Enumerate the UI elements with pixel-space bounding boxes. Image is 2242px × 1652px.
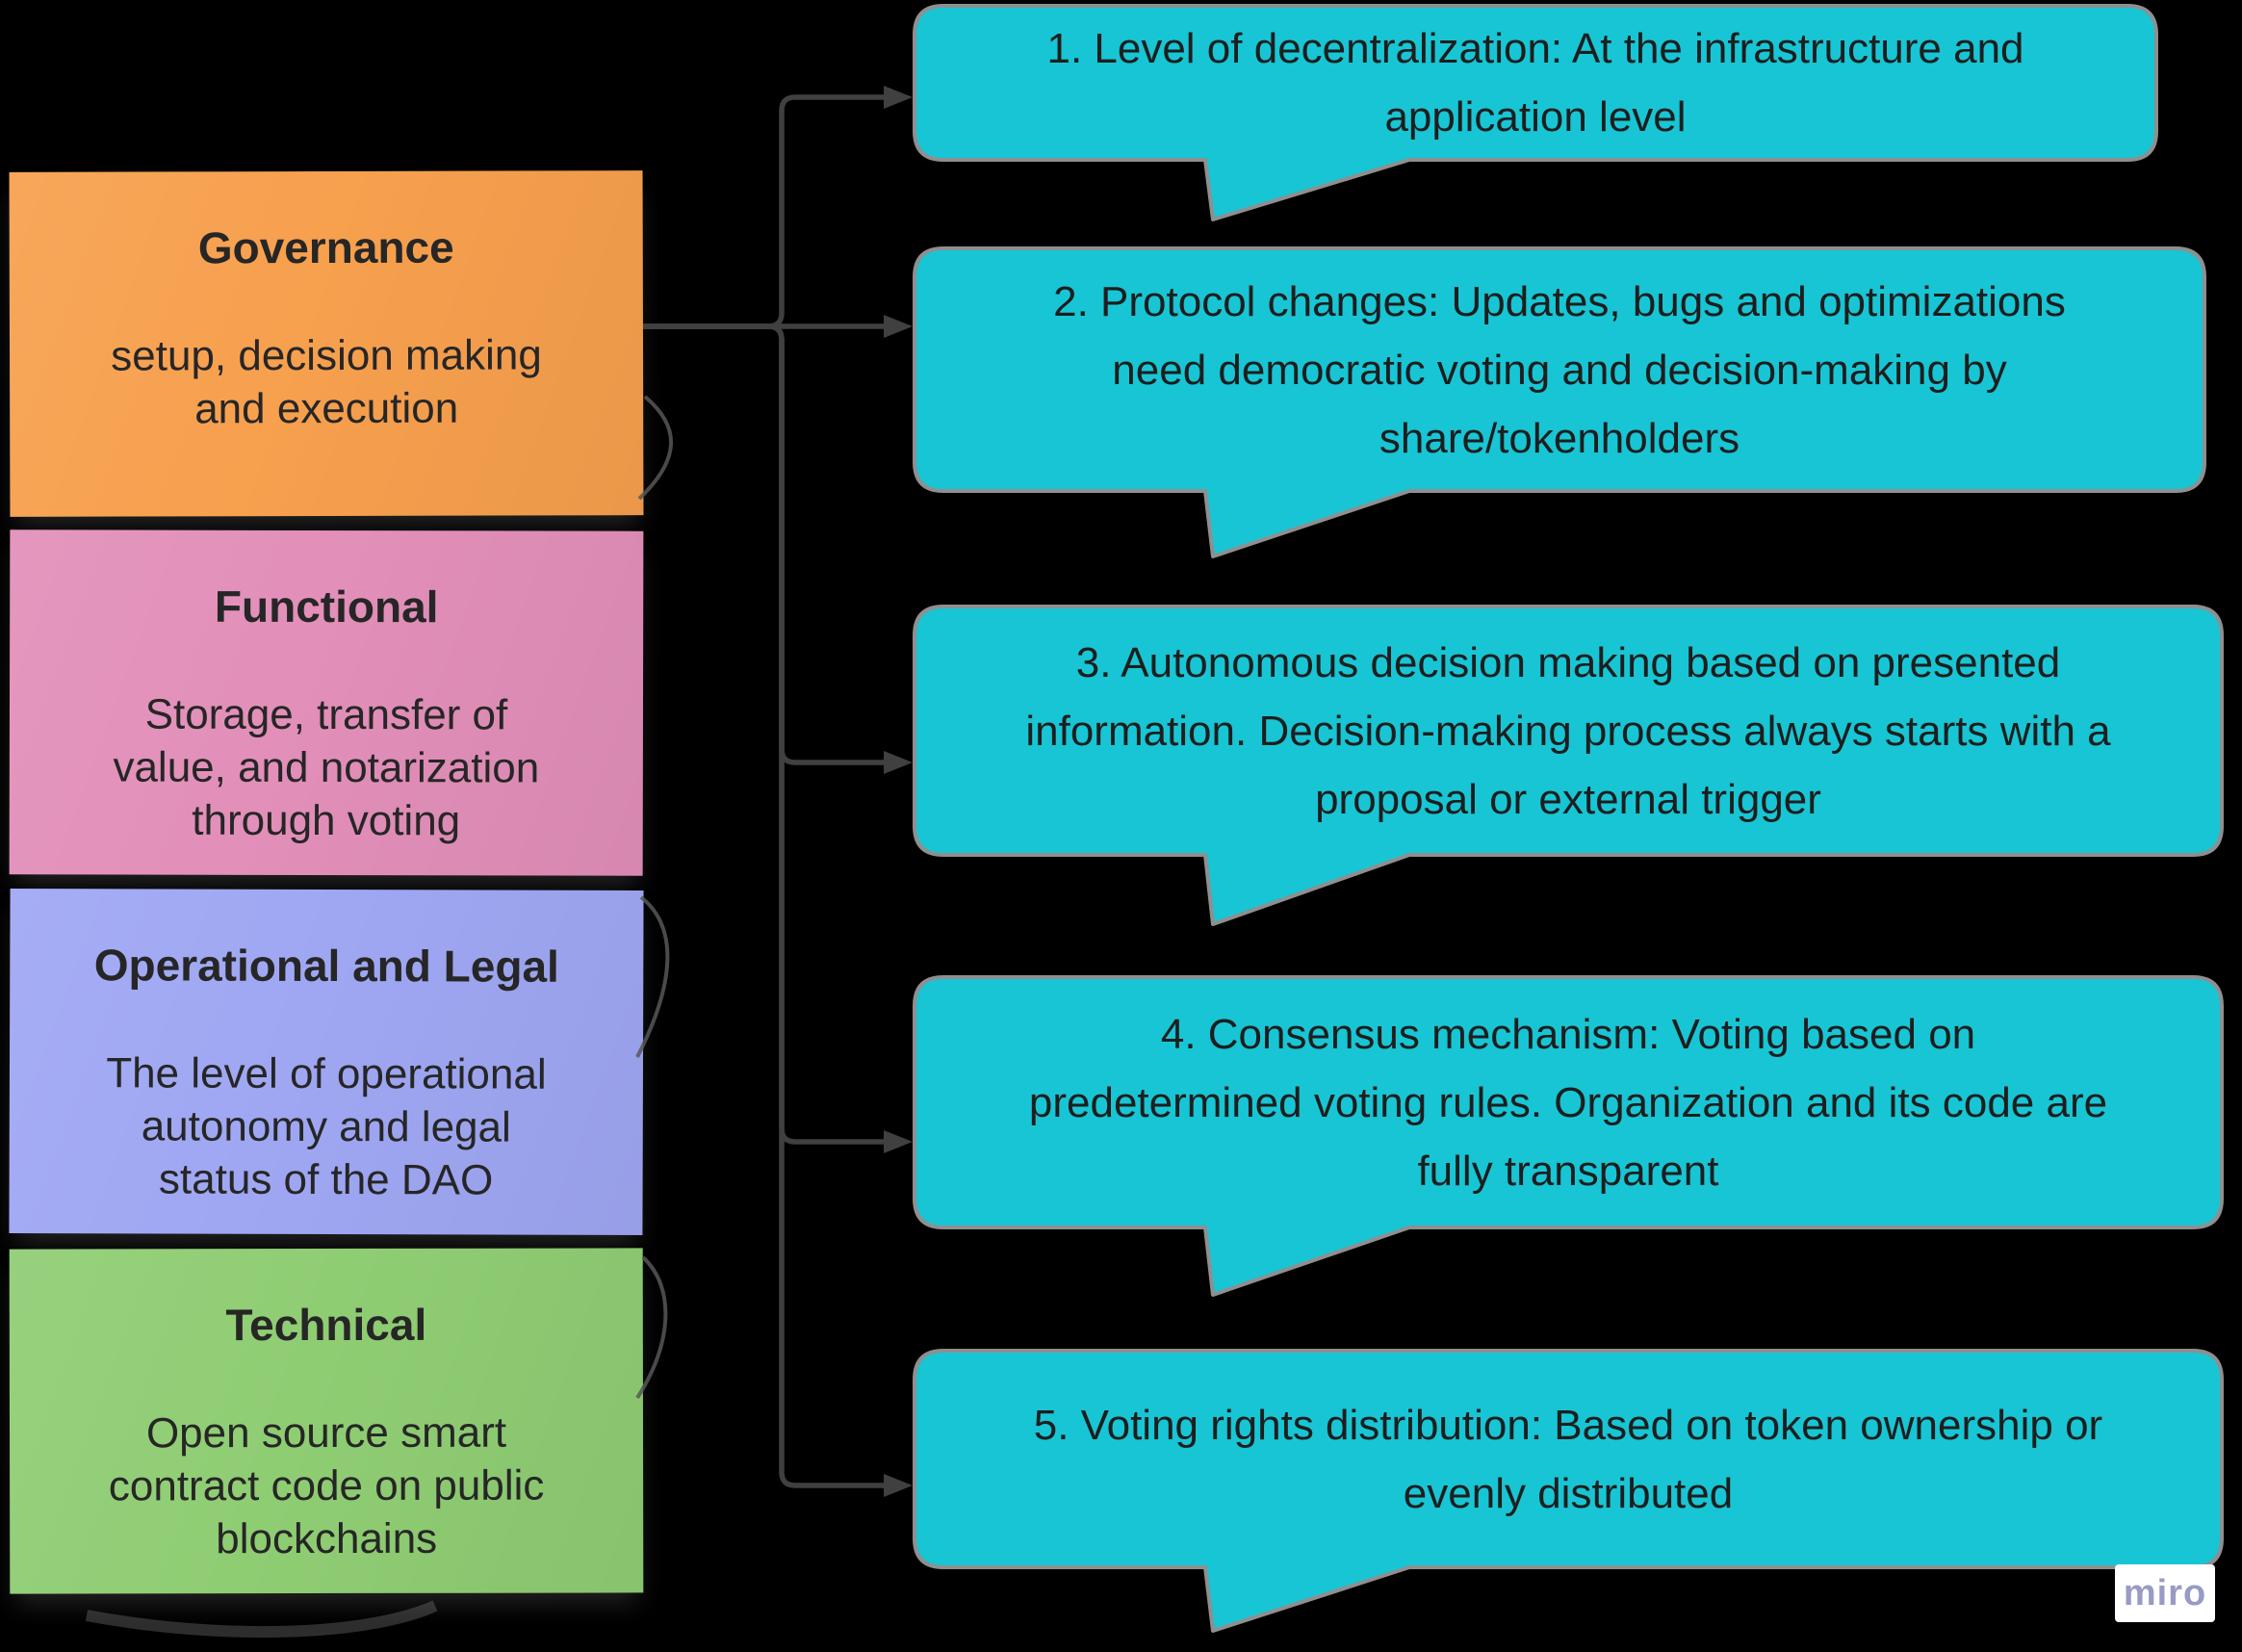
callout-bubble-shape bbox=[913, 246, 2206, 558]
speech-bubble bbox=[913, 975, 2224, 1297]
speech-bubble bbox=[913, 4, 2158, 221]
arrowhead-icon bbox=[884, 751, 913, 774]
miro-watermark-label: miro bbox=[2123, 1572, 2207, 1613]
arrowhead-icon bbox=[884, 315, 913, 338]
callout-3[interactable] bbox=[911, 603, 2226, 932]
connector-governance-to-callout-5 bbox=[643, 323, 884, 1488]
connector-governance-to-callout-1 bbox=[643, 94, 884, 329]
speech-bubble bbox=[913, 246, 2206, 558]
callout-1[interactable] bbox=[911, 2, 2160, 227]
callout-text: 1. Level of decentralization: At the inf… bbox=[1046, 25, 2024, 141]
shadow-smudge bbox=[85, 1600, 438, 1639]
speech-bubble bbox=[913, 1349, 2224, 1633]
shadow-curl bbox=[635, 895, 670, 1058]
arrowhead-icon bbox=[884, 86, 913, 109]
shadow-curl bbox=[637, 395, 673, 501]
arrowhead-icon bbox=[884, 1130, 913, 1153]
miro-watermark[interactable]: miro bbox=[2115, 1564, 2215, 1622]
connector-governance-to-callout-3 bbox=[643, 323, 884, 765]
callout-text: 2. Protocol changes: Updates, bugs and o… bbox=[1053, 277, 2066, 462]
callout-text: 4. Consensus mechanism: Voting based on … bbox=[1028, 1010, 2108, 1195]
callout-2[interactable] bbox=[911, 245, 2208, 564]
connector-lines bbox=[643, 94, 884, 1488]
callout-bubble-shape bbox=[913, 605, 2224, 926]
callout-bubble-shape bbox=[913, 1349, 2224, 1633]
callout-text: 5. Voting rights distribution: Based on … bbox=[1033, 1401, 2103, 1517]
arrowheads bbox=[884, 86, 913, 1497]
shadow-curl bbox=[635, 1255, 668, 1400]
callout-bubble-shape bbox=[913, 4, 2158, 221]
sticky-note-shadow-curls bbox=[85, 395, 673, 1639]
connector-governance-to-callout-4 bbox=[643, 323, 884, 1145]
callout-bubble-shape bbox=[913, 975, 2224, 1297]
speech-bubble bbox=[913, 605, 2224, 926]
callout-text: 3. Autonomous decision making based on p… bbox=[1025, 638, 2111, 823]
callout-4[interactable] bbox=[911, 973, 2226, 1303]
arrowhead-icon bbox=[884, 1474, 913, 1497]
callout-5[interactable] bbox=[911, 1347, 2226, 1639]
